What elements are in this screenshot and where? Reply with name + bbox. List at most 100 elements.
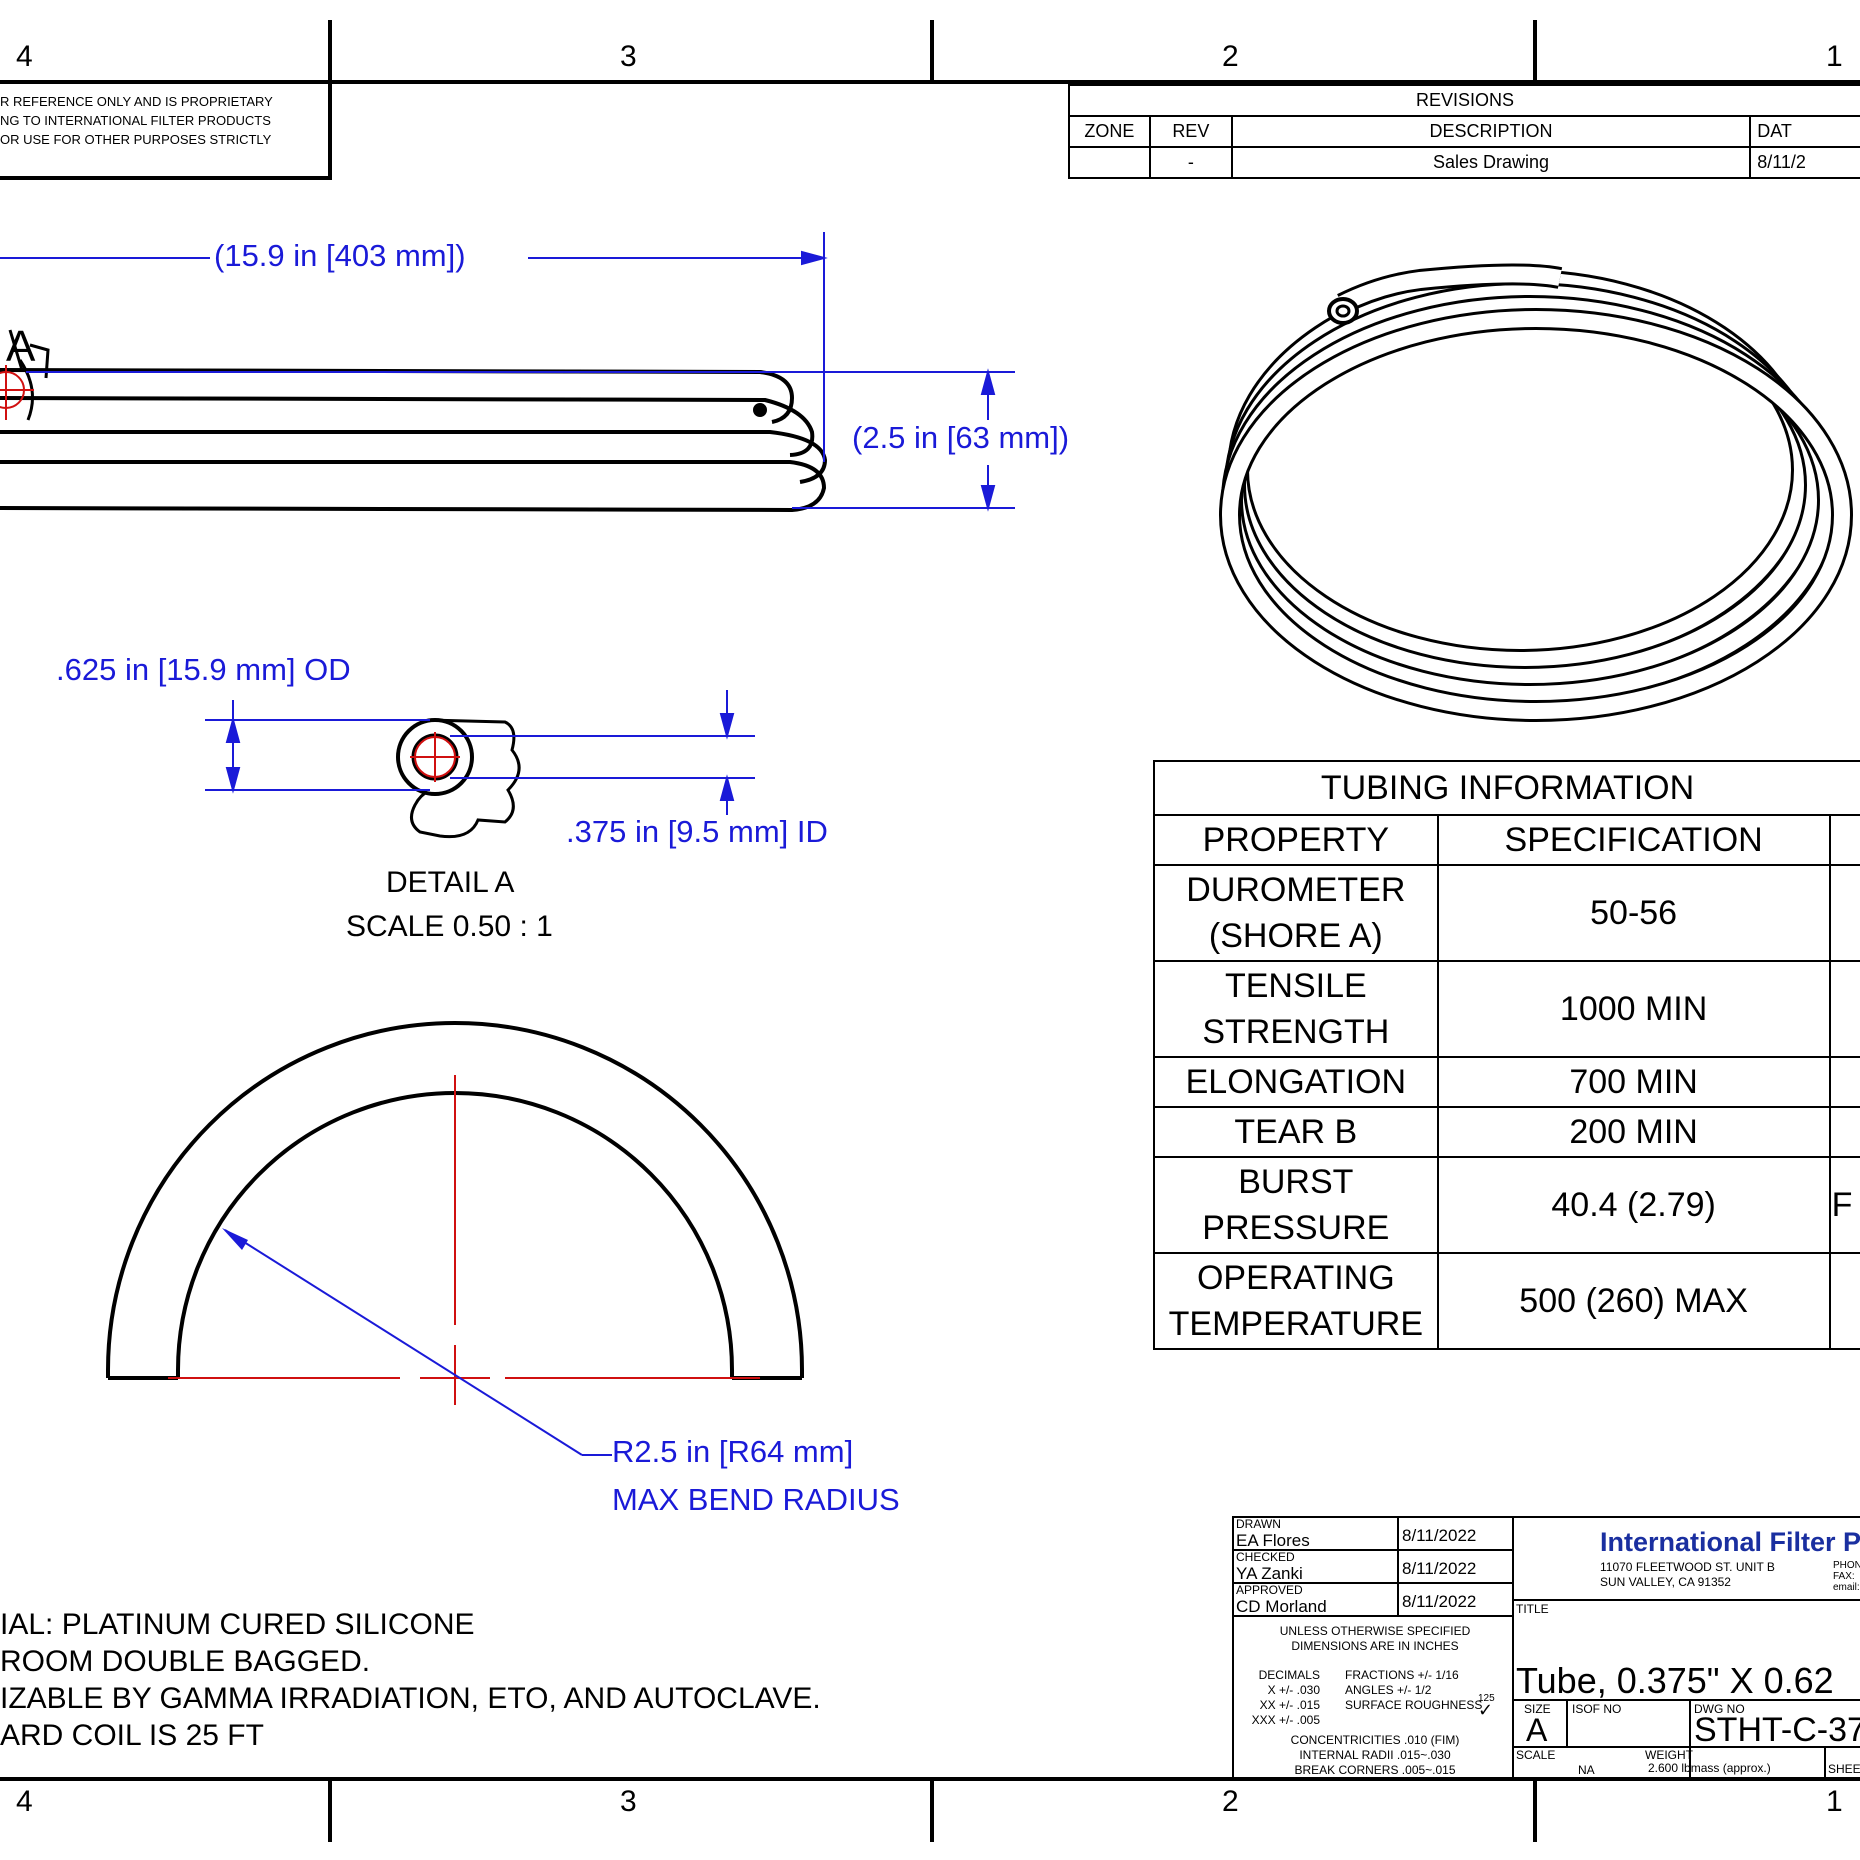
zone-label-bottom: 1	[1826, 1785, 1843, 1818]
size-label: SIZE	[1524, 1702, 1551, 1716]
tubing-table-header: PROPERTY	[1153, 814, 1439, 866]
coil-isometric-view	[1219, 263, 1853, 722]
revisions-header: DAT	[1749, 115, 1860, 148]
company-contact: PHON FAX: email:	[1833, 1560, 1860, 1593]
property-cell: BURST	[1238, 1163, 1354, 1201]
tolerance-footer: CONCENTRICITIES .010 (FIM) INTERNAL RADI…	[1240, 1733, 1510, 1778]
revisions-header: ZONE	[1068, 115, 1151, 148]
id-dimension: .375 in [9.5 mm] ID	[566, 814, 828, 849]
table-row: OPERATING TEMPERATURE 500 (260) MAX	[1153, 1252, 1860, 1350]
proprietary-notice: R REFERENCE ONLY AND IS PROPRIETARY NG T…	[0, 94, 273, 147]
contact-line: FAX:	[1833, 1571, 1855, 1582]
tolerance-line: ANGLES +/- 1/2	[1345, 1683, 1432, 1697]
property-cell: STRENGTH	[1202, 1013, 1390, 1051]
notice-line: NG TO INTERNATIONAL FILTER PRODUCTS	[0, 113, 271, 128]
extra-cell	[1828, 1056, 1860, 1108]
dwg-number: STHT-C-37	[1694, 1711, 1860, 1749]
tolerance-header-line: UNLESS OTHERWISE SPECIFIED	[1279, 1624, 1471, 1638]
surface-roughness-icon: ✓	[1478, 1700, 1494, 1720]
contact-line: PHON	[1833, 1560, 1860, 1571]
title-block-frame	[1232, 1516, 1860, 1780]
tolerance-line: XX +/- .015	[1259, 1698, 1320, 1712]
spec-cell: 200 MIN	[1436, 1106, 1831, 1158]
table-row: DUROMETER(SHORE A) 50-56	[1153, 864, 1860, 962]
company-name: International Filter P	[1600, 1527, 1860, 1557]
view-label: A	[6, 322, 36, 371]
revision-cell: -	[1148, 146, 1233, 179]
coil-side-view	[0, 329, 828, 513]
property-cell: OPERATING	[1196, 1259, 1395, 1297]
company-address: 11070 FLEETWOOD ST. UNIT B SUN VALLEY, C…	[1600, 1560, 1775, 1590]
note-line: IZABLE BY GAMMA IRRADIATION, ETO, AND AU…	[0, 1682, 821, 1715]
extra-cell	[1828, 864, 1860, 962]
weight-value: 2.600 lbmass (approx.)	[1648, 1761, 1771, 1775]
tolerance-line: CONCENTRICITIES .010 (FIM)	[1290, 1733, 1460, 1747]
spec-cell: 1000 MIN	[1436, 960, 1831, 1058]
zone-label-top: 3	[620, 40, 637, 73]
tolerance-line: INTERNAL RADII .015~.030	[1299, 1748, 1451, 1762]
tolerance-line: XXX +/- .005	[1251, 1713, 1320, 1727]
bend-radius-label: MAX BEND RADIUS	[612, 1482, 900, 1517]
approved-by: CD Morland	[1236, 1597, 1327, 1616]
tolerance-line: BREAK CORNERS .005~.015	[1294, 1763, 1456, 1777]
extra-cell	[1828, 1106, 1860, 1158]
bend-radius-view	[106, 1021, 804, 1456]
tubing-table-header: SPECIFICATION	[1436, 814, 1831, 866]
coil-length-dimension: (15.9 in [403 mm])	[214, 238, 466, 273]
address-line: SUN VALLEY, CA 91352	[1600, 1575, 1731, 1589]
property-cell: TEAR B	[1153, 1106, 1439, 1158]
property-cell: ELONGATION	[1153, 1056, 1439, 1108]
detail-scale: SCALE 0.50 : 1	[346, 910, 553, 943]
drawn-date: 8/11/2022	[1402, 1526, 1477, 1545]
approved-label: APPROVED	[1236, 1583, 1303, 1597]
property-cell: DUROMETER	[1186, 871, 1406, 909]
extra-cell	[1828, 1252, 1860, 1350]
tolerance-other: FRACTIONS +/- 1/16 ANGLES +/- 1/2 SURFAC…	[1345, 1668, 1482, 1713]
property-cell: PRESSURE	[1202, 1209, 1390, 1247]
detail-title: DETAIL A	[386, 866, 515, 899]
zone-label-top: 4	[16, 40, 33, 73]
approved-date: 8/11/2022	[1402, 1592, 1477, 1611]
spec-cell: 50-56	[1436, 864, 1831, 962]
coil-dimensions	[0, 232, 1015, 512]
extra-cell	[1828, 960, 1860, 1058]
note-line: ROOM DOUBLE BAGGED.	[0, 1645, 371, 1678]
sheet-label: SHEE	[1828, 1762, 1860, 1776]
tolerance-header-line: DIMENSIONS ARE IN INCHES	[1291, 1639, 1459, 1653]
tubing-table-title: TUBING INFORMATION	[1153, 760, 1860, 816]
revisions-header: DESCRIPTION	[1230, 115, 1752, 148]
table-row: TEAR B 200 MIN	[1153, 1106, 1860, 1158]
notice-line: OR USE FOR OTHER PURPOSES STRICTLY	[0, 132, 272, 147]
tolerance-line: X +/- .030	[1267, 1683, 1320, 1697]
tubing-table-header-extra	[1828, 814, 1860, 866]
drawing-title: Tube, 0.375" X 0.62	[1516, 1660, 1834, 1701]
zone-label-bottom: 3	[620, 1785, 637, 1818]
bend-radius-dimension: R2.5 in [R64 mm]	[612, 1434, 854, 1469]
tolerance-header: UNLESS OTHERWISE SPECIFIED DIMENSIONS AR…	[1240, 1624, 1510, 1654]
zone-label-top: 2	[1222, 40, 1239, 73]
spec-cell: 500 (260) MAX	[1436, 1252, 1831, 1350]
size-value: A	[1526, 1712, 1548, 1748]
dwg-label: DWG NO	[1694, 1702, 1745, 1716]
revision-cell	[1068, 146, 1151, 179]
tolerance-line: DECIMALS	[1258, 1668, 1320, 1682]
tolerance-decimals: DECIMALS X +/- .030 XX +/- .015 XXX +/- …	[1244, 1668, 1320, 1728]
contact-line: email:	[1833, 1582, 1860, 1593]
property-cell: TEMPERATURE	[1168, 1305, 1424, 1343]
address-line: 11070 FLEETWOOD ST. UNIT B	[1600, 1560, 1775, 1574]
title-label: TITLE	[1516, 1602, 1549, 1616]
zone-label-top: 1	[1826, 40, 1843, 73]
revision-cell: 8/11/2	[1749, 146, 1860, 179]
surface-roughness-value: 125	[1478, 1693, 1495, 1704]
detail-a-view	[396, 718, 521, 839]
note-line: ARD COIL IS 25 FT	[0, 1719, 264, 1752]
tolerance-line: SURFACE ROUGHNESS	[1345, 1698, 1483, 1712]
revisions-title: REVISIONS	[1068, 84, 1860, 117]
zone-label-bottom: 2	[1222, 1785, 1239, 1818]
checked-by: YA Zanki	[1236, 1564, 1303, 1583]
scale-value: NA	[1578, 1763, 1595, 1777]
tubing-information-table: TUBING INFORMATION PROPERTY SPECIFICATIO…	[1153, 760, 1860, 1350]
